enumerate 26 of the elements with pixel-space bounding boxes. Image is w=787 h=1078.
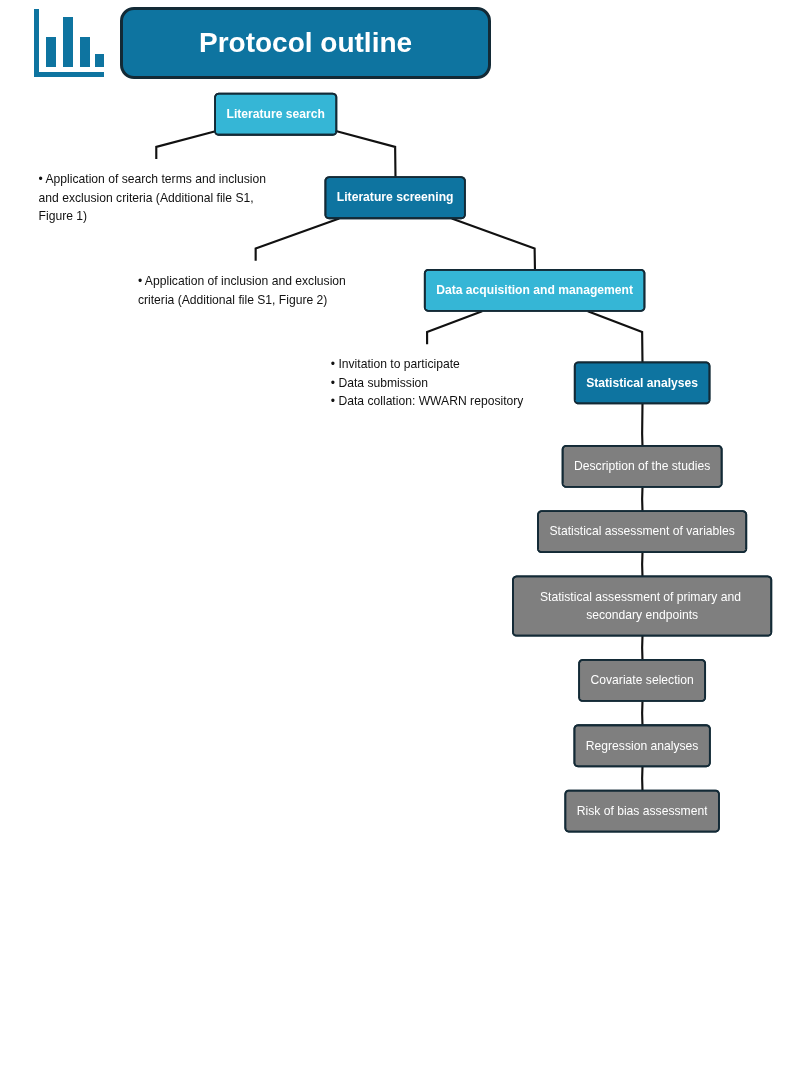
process-box: Literature screening (324, 176, 466, 220)
connector-line (641, 766, 644, 791)
connector-line (641, 701, 644, 726)
step-box: Regression analyses (573, 724, 711, 768)
step-box: Covariate selection (578, 659, 707, 702)
connector-line (426, 310, 483, 345)
bullet-list: • Application of inclusion and exclusion criteria (Additional file S1, Figure 2) (137, 274, 346, 306)
title-banner: Protocol outline (120, 7, 492, 79)
bullet-list: • Application of search terms and inclusion and exclusion criteria (Additional file S1, Figure 1) (38, 172, 266, 223)
connector-line (336, 130, 397, 178)
step-box: Description of the studies (561, 445, 723, 488)
bullet-list: • Invitation to participate • Data submission • Data collation: WWARN repository (330, 357, 524, 408)
connector-line (155, 130, 216, 159)
connector-line (641, 403, 644, 447)
process-box: Literature search (214, 92, 338, 136)
process-box: Data acquisition and management (423, 268, 646, 312)
process-box: Statistical analyses (573, 361, 711, 405)
connector-line (641, 487, 644, 512)
step-box: Risk of bias assessment (564, 789, 720, 833)
step-box: Statistical assessment of variables (537, 510, 748, 554)
connector-line (587, 310, 644, 363)
connector-line (641, 552, 644, 577)
step-box: Statistical assessment of primary and secondary endpoints (512, 575, 773, 637)
connector-line (254, 217, 340, 261)
connector-line (451, 217, 537, 271)
connector-line (641, 636, 644, 661)
